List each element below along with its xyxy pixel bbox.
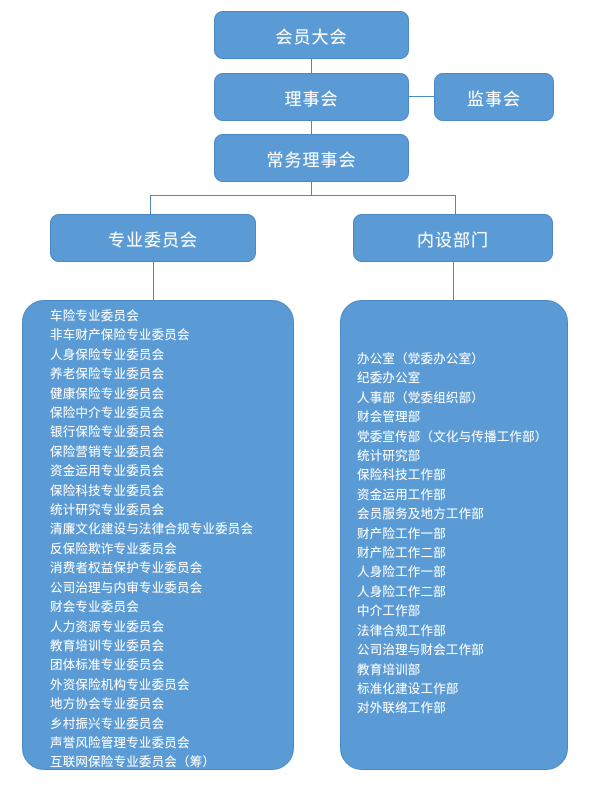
connector-committees-to-panel <box>153 262 154 300</box>
list-item: 消费者权益保护专业委员会 <box>50 560 203 576</box>
list-item: 银行保险专业委员会 <box>50 424 165 440</box>
list-item: 反保险欺诈专业委员会 <box>50 540 178 556</box>
list-item: 保险科技专业委员会 <box>50 482 165 498</box>
list-item: 保险中介专业委员会 <box>50 405 165 421</box>
connector-standing-down <box>311 182 312 195</box>
list-item: 保险科技工作部 <box>357 467 446 483</box>
list-item: 公司治理与内审专业委员会 <box>50 579 203 595</box>
node-supervisory-board[interactable]: 监事会 <box>434 73 554 121</box>
list-item: 外资保险机构专业委员会 <box>50 676 190 692</box>
list-item: 财会管理部 <box>357 409 421 425</box>
node-professional-committees[interactable]: 专业委员会 <box>50 214 256 262</box>
list-item: 教育培训部 <box>357 661 421 677</box>
list-item: 人身险工作一部 <box>357 564 446 580</box>
list-item: 人身险工作二部 <box>357 583 446 599</box>
node-council-label: 理事会 <box>284 89 339 110</box>
panel-internal-departments: 办公室（党委办公室） 纪委办公室人事部（党委组织部） 财会管理部党委宣传部（文化与传… <box>340 300 568 770</box>
connector-split-to-committees <box>150 195 151 214</box>
list-item: 人事部（党委组织部） <box>357 389 485 405</box>
list-item: 财会专业委员会 <box>50 599 139 615</box>
list-item: 健康保险专业委员会 <box>50 385 165 401</box>
list-item: 车险专业委员会 <box>50 308 139 323</box>
node-professional-committees-label: 专业委员会 <box>108 230 198 251</box>
list-item: 统计研究专业委员会 <box>50 502 165 518</box>
list-item: 乡村振兴专业委员会 <box>50 715 165 731</box>
list-item: 公司治理与财会工作部 <box>357 642 485 658</box>
list-item: 养老保险专业委员会 <box>50 366 165 382</box>
list-item: 人力资源专业委员会 <box>50 618 165 634</box>
connector-assembly-to-council <box>311 59 312 73</box>
list-item: 团体标准专业委员会 <box>50 657 165 673</box>
list-item: 党委宣传部（文化与传播工作部） <box>357 428 548 444</box>
node-supervisory-board-label: 监事会 <box>467 89 521 110</box>
list-item: 互联网保险专业委员会（筹） <box>50 754 216 770</box>
node-internal-departments[interactable]: 内设部门 <box>353 214 553 262</box>
list-item: 会员服务及地方工作部 <box>357 506 485 522</box>
node-member-assembly[interactable]: 会员大会 <box>214 11 409 59</box>
node-council[interactable]: 理事会 <box>214 73 409 121</box>
list-item: 保险营销专业委员会 <box>50 443 165 459</box>
list-item: 声誉风险管理专业委员会 <box>50 734 190 750</box>
list-item: 财产险工作一部 <box>357 525 446 541</box>
list-item: 清廉文化建设与法律合规专业委员会 <box>50 521 254 537</box>
departments-list: 办公室（党委办公室） 纪委办公室人事部（党委组织部） 财会管理部党委宣传部（文化与传… <box>357 349 561 718</box>
list-item: 对外联络工作部 <box>357 700 446 716</box>
list-item: 法律合规工作部 <box>357 622 446 638</box>
node-member-assembly-label: 会员大会 <box>275 27 348 48</box>
node-standing-council-label: 常务理事会 <box>266 150 357 171</box>
list-item: 地方协会专业委员会 <box>50 696 165 712</box>
committees-list: 车险专业委员会非车财产保险专业委员会人身保险专业委员会养老保险专业委员会健康保险… <box>50 306 287 770</box>
list-item: 标准化建设工作部 <box>357 680 459 696</box>
connector-departments-to-panel <box>453 262 454 300</box>
list-item: 教育培训专业委员会 <box>50 637 165 653</box>
connector-council-to-standing <box>311 121 312 134</box>
list-item: 非车财产保险专业委员会 <box>50 327 190 343</box>
list-item: 统计研究部 <box>357 448 421 464</box>
connector-council-to-supervisor <box>409 96 434 97</box>
list-item: 财产险工作二部 <box>357 545 446 561</box>
list-item: 人身保险专业委员会 <box>50 346 165 362</box>
list-item: 办公室（党委办公室） <box>357 351 485 366</box>
node-internal-departments-label: 内设部门 <box>417 230 489 251</box>
list-item: 中介工作部 <box>357 603 421 619</box>
connector-split-to-departments <box>455 195 456 214</box>
list-item: 纪委办公室 <box>357 370 421 386</box>
node-standing-council[interactable]: 常务理事会 <box>214 134 409 182</box>
connector-split-bar <box>150 195 456 196</box>
panel-professional-committees: 车险专业委员会非车财产保险专业委员会人身保险专业委员会养老保险专业委员会健康保险… <box>22 300 294 770</box>
list-item: 资金运用专业委员会 <box>50 463 165 479</box>
list-item: 资金运用工作部 <box>357 486 446 502</box>
